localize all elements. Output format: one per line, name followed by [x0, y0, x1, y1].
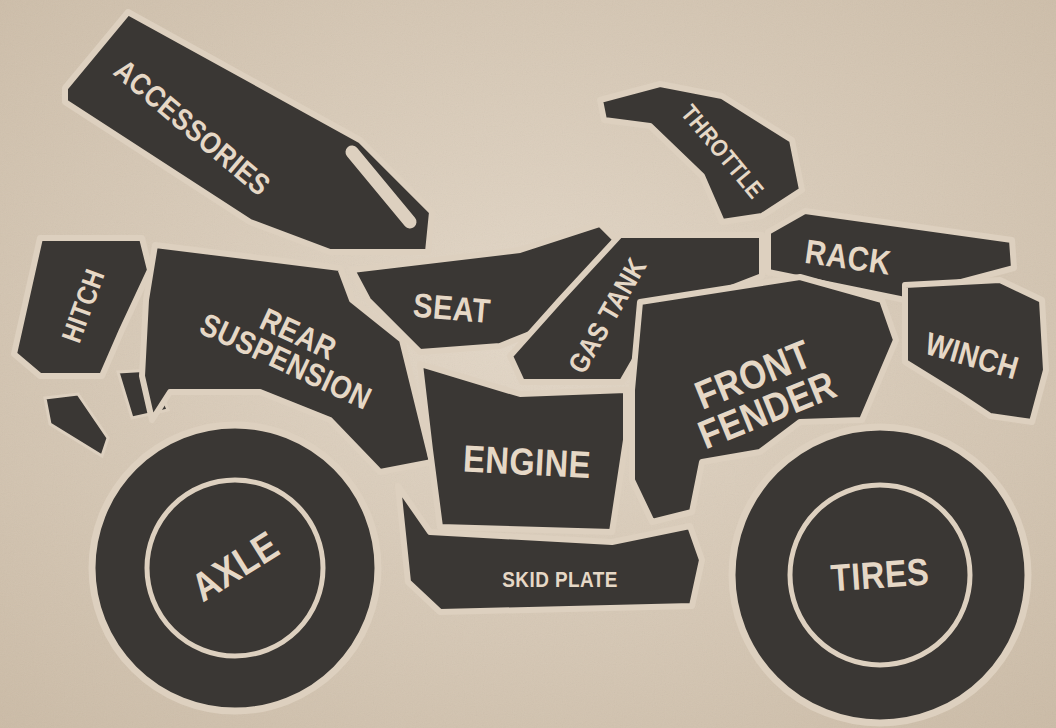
atv-part-region: WINCH: [901, 276, 1050, 426]
part-shape: [420, 364, 626, 532]
hub-ring: [147, 480, 323, 656]
tire-shape: [732, 427, 1028, 723]
rear-fender-piece: [45, 394, 108, 456]
part-label: ENGINE: [462, 441, 592, 484]
atv-part-region: ACCESSORIES: [61, 8, 436, 256]
atv-part-region: SKID PLATE: [394, 482, 706, 616]
wheel-region: AXLE: [88, 421, 382, 715]
region-outline: [61, 8, 436, 256]
part-label: SEAT: [412, 289, 492, 328]
atv-part-region: THROTTLE: [596, 80, 806, 226]
tire-shape: [92, 425, 378, 711]
region-outline: [596, 80, 806, 226]
atv-part-region: ENGINE: [416, 360, 630, 536]
part-label: TIRES: [830, 554, 931, 597]
region-outline: [394, 482, 706, 616]
part-shape: [65, 12, 432, 252]
handle-slot: [352, 152, 410, 222]
atv-part-region: HITCH: [10, 234, 154, 380]
part-shape: [905, 280, 1046, 422]
part-shape: [14, 238, 150, 376]
part-shape: [600, 84, 802, 222]
part-label: SKID PLATE: [502, 570, 617, 591]
part-shape: [398, 486, 702, 612]
hub-ring: [790, 485, 970, 665]
wheel-region: TIRES: [728, 423, 1032, 727]
